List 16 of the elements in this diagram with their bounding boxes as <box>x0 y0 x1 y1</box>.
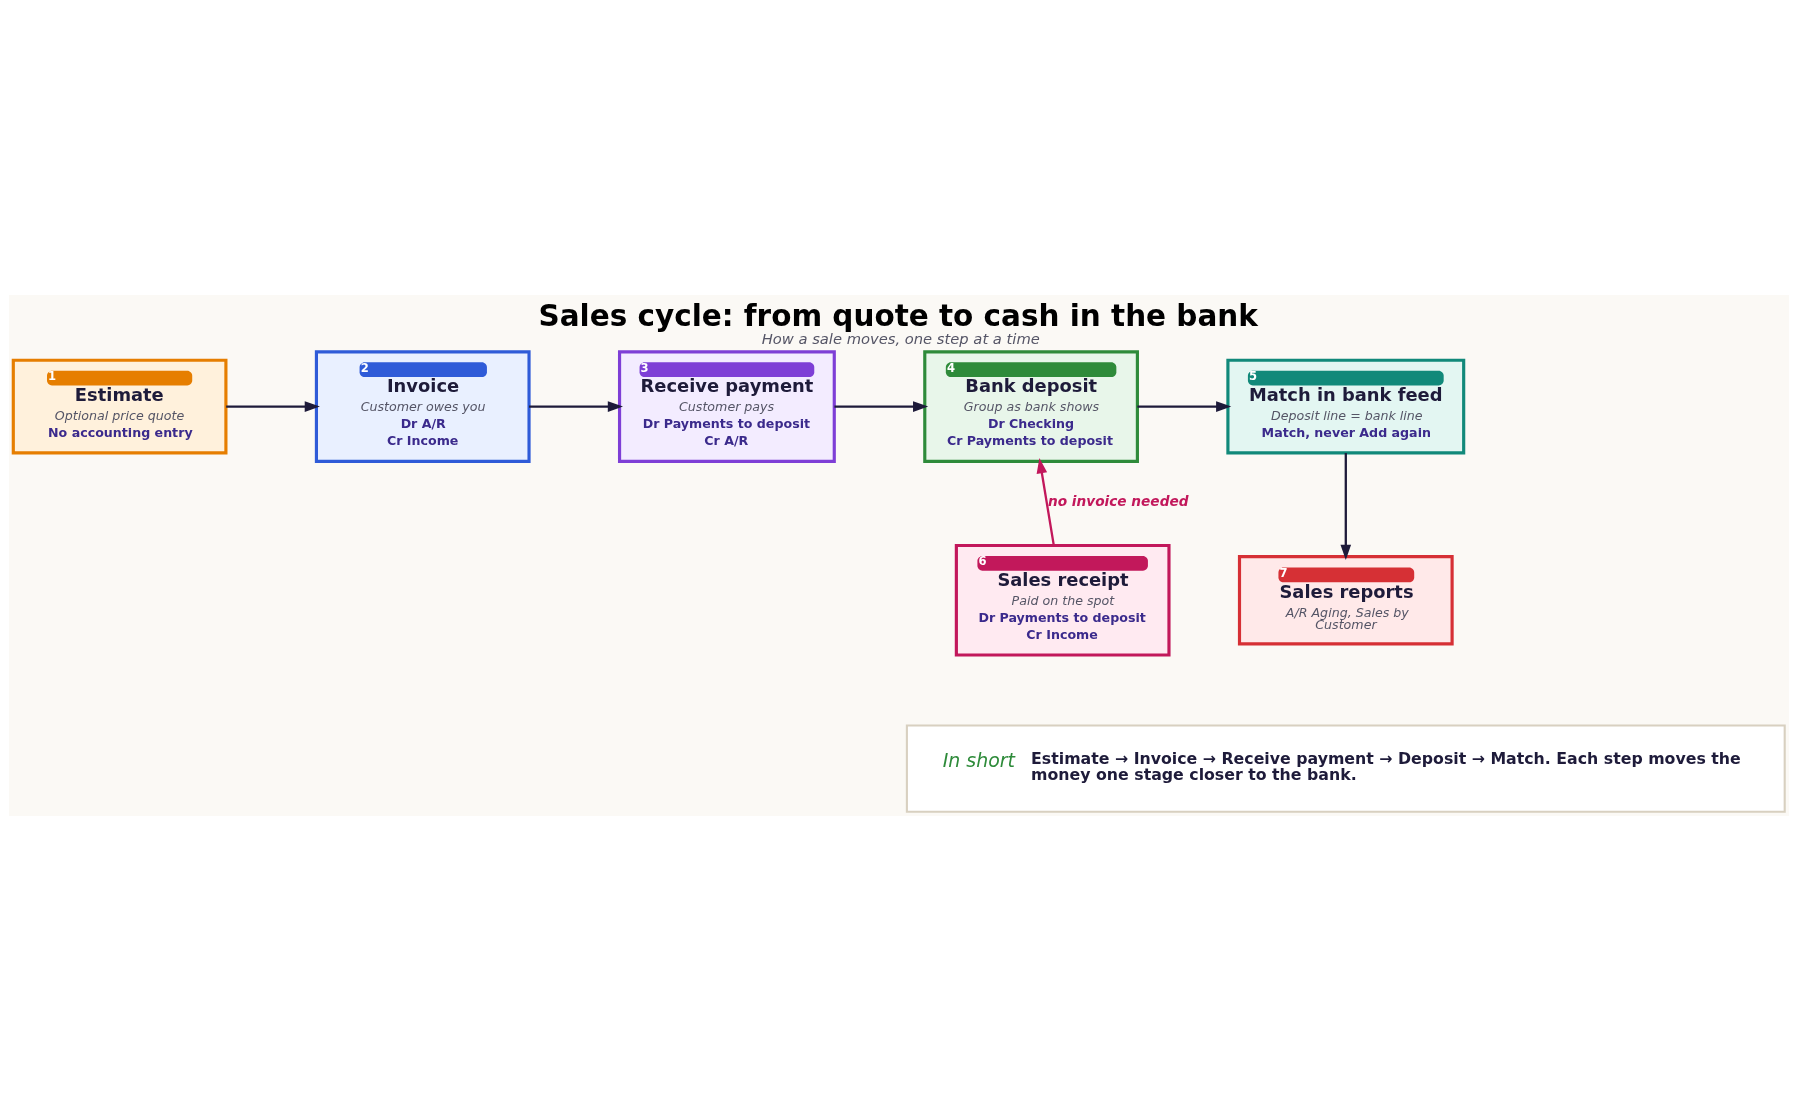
arrow <box>529 400 623 412</box>
node-box: In short Estimate → Invoice → Receive payment → Deposit → Match. Each step moves the money one stage closer to the bank. <box>905 723 1786 813</box>
node-box: 5 Match in bank feed Deposit line = bank line Match, never Add again <box>1226 358 1466 454</box>
arrow <box>1137 400 1232 412</box>
arrow <box>226 400 320 412</box>
arrow <box>1036 457 1055 546</box>
node-box: 3 Receive payment Customer pays Dr Payments to deposit Cr A/R <box>617 349 836 463</box>
arrow <box>834 400 929 412</box>
node-box: 4 Bank deposit Group as bank shows Dr Checking Cr Payments to deposit <box>923 349 1139 463</box>
edge-label: no invoice needed <box>1047 492 1189 509</box>
node-box: 7 Sales reports A/R Aging, Sales by Customer <box>1237 554 1454 645</box>
node-box: 1 Estimate Optional price quote No accounting entry <box>11 358 228 454</box>
diagram-title: Sales cycle: from quote to cash in the bank <box>538 298 1258 333</box>
node-box: 2 Invoice Customer owes you Dr A/R Cr Income <box>314 349 531 463</box>
arrow <box>1340 452 1352 560</box>
node-box: 6 Sales receipt Paid on the spot Dr Payments to deposit Cr Income <box>954 543 1171 657</box>
